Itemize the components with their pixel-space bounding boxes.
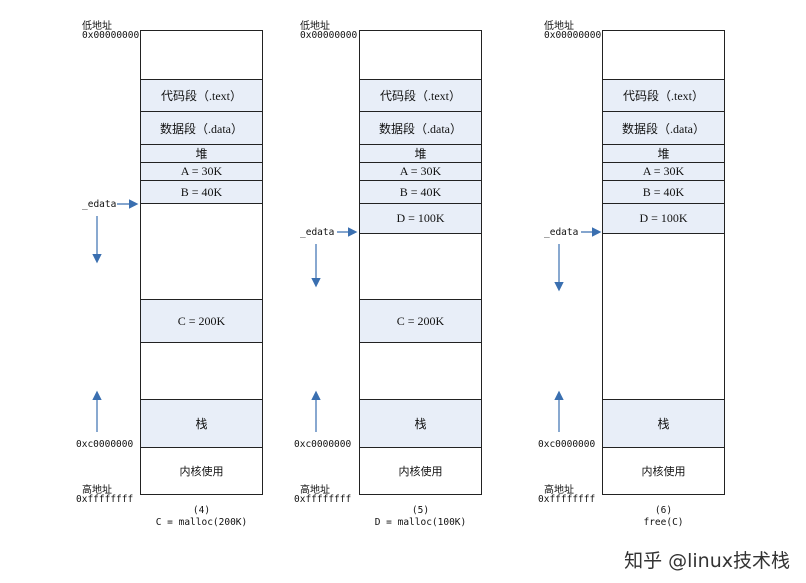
high-address-label: 高地址 <box>544 485 574 496</box>
free-gap <box>603 233 724 399</box>
block-b: B = 40K <box>603 180 724 203</box>
high-address-label: 高地址 <box>300 485 330 496</box>
heap-segment: 堆 <box>141 144 262 162</box>
free-gap <box>360 233 481 299</box>
stack-address-label: 0xc0000000 <box>76 439 134 450</box>
step-number: (6) <box>654 505 673 516</box>
block-b: B = 40K <box>141 180 262 203</box>
low-address-label: 低地址 <box>300 21 330 32</box>
step-caption: D = malloc(100K) <box>374 517 467 528</box>
block-a: A = 30K <box>360 162 481 180</box>
stack-segment: 栈 <box>360 399 481 447</box>
watermark: 知乎 @linux技术栈 <box>624 550 790 572</box>
stack-address-label: 0xc0000000 <box>538 439 596 450</box>
heap-segment: 堆 <box>360 144 481 162</box>
text-segment: 代码段（.text） <box>141 79 262 111</box>
block-a: A = 30K <box>141 162 262 180</box>
high-address-value: 0xffffffff <box>76 494 134 505</box>
edata-label: _edata <box>300 227 335 238</box>
low-address-label: 低地址 <box>544 21 574 32</box>
free-gap <box>141 203 262 299</box>
block-a: A = 30K <box>603 162 724 180</box>
low-address-value: 0x00000000 <box>82 30 140 41</box>
high-address-label: 高地址 <box>82 485 112 496</box>
step-number: (4) <box>192 505 211 516</box>
stack-address-label: 0xc0000000 <box>294 439 352 450</box>
block-d: D = 100K <box>360 203 481 233</box>
step-caption: C = malloc(200K) <box>155 517 248 528</box>
data-segment: 数据段（.data） <box>141 111 262 144</box>
kernel-segment: 内核使用 <box>141 447 262 494</box>
high-address-value: 0xffffffff <box>294 494 352 505</box>
block-c: C = 200K <box>360 299 481 342</box>
block-b: B = 40K <box>360 180 481 203</box>
kernel-segment: 内核使用 <box>603 447 724 494</box>
data-segment: 数据段（.data） <box>603 111 724 144</box>
stack-segment: 栈 <box>141 399 262 447</box>
free-gap <box>141 342 262 399</box>
text-segment: 代码段（.text） <box>360 79 481 111</box>
memory-column: 代码段（.text） 数据段（.data） 堆 A = 30K B = 40K … <box>140 30 263 495</box>
step-caption: free(C) <box>643 517 684 528</box>
data-segment: 数据段（.data） <box>360 111 481 144</box>
memory-column: 代码段（.text） 数据段（.data） 堆 A = 30K B = 40K … <box>359 30 482 495</box>
block-d: D = 100K <box>603 203 724 233</box>
low-address-value: 0x00000000 <box>544 30 602 41</box>
step-number: (5) <box>411 505 430 516</box>
edata-label: _edata <box>82 199 117 210</box>
kernel-segment: 内核使用 <box>360 447 481 494</box>
stack-segment: 栈 <box>603 399 724 447</box>
memory-column: 代码段（.text） 数据段（.data） 堆 A = 30K B = 40K … <box>602 30 725 495</box>
low-address-label: 低地址 <box>82 21 112 32</box>
edata-label: _edata <box>544 227 579 238</box>
text-segment: 代码段（.text） <box>603 79 724 111</box>
high-address-value: 0xffffffff <box>538 494 596 505</box>
low-address-value: 0x00000000 <box>300 30 358 41</box>
free-gap <box>360 342 481 399</box>
block-c: C = 200K <box>141 299 262 342</box>
heap-segment: 堆 <box>603 144 724 162</box>
